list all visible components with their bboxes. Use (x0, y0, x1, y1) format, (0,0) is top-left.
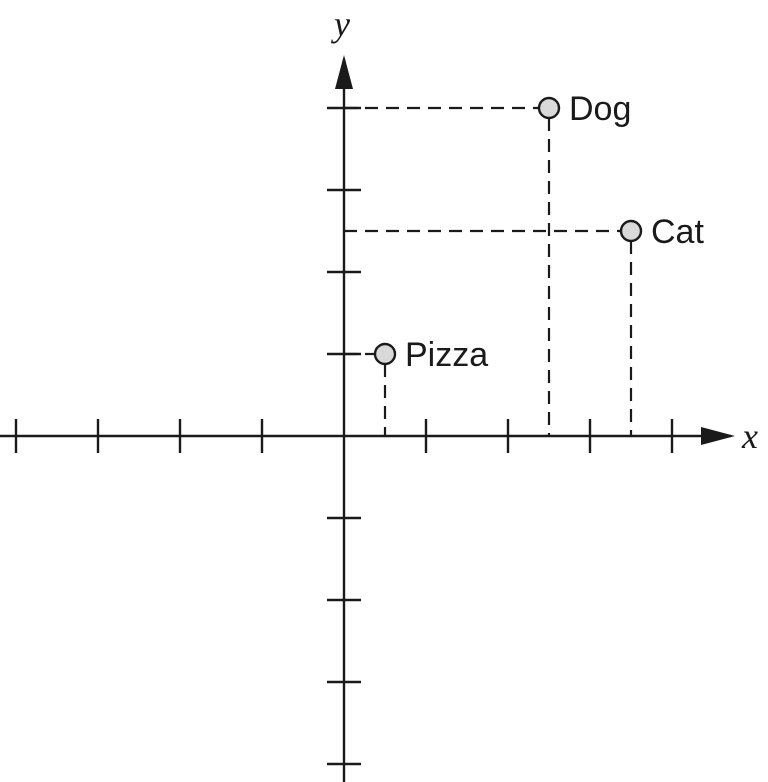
data-points (373, 96, 643, 366)
x-axis-arrow (701, 427, 735, 445)
data-point (537, 96, 561, 120)
point-label: Pizza (405, 336, 488, 374)
axes (0, 55, 735, 782)
point-label: Dog (569, 90, 631, 128)
data-point (619, 219, 643, 243)
x-axis-label: x (741, 416, 758, 456)
guide-lines (344, 106, 633, 436)
point-label: Cat (651, 213, 704, 251)
y-axis-ticks (327, 106, 361, 766)
y-axis-label: y (331, 4, 350, 44)
data-point (373, 342, 397, 366)
x-axis-ticks (14, 419, 674, 453)
y-axis-arrow (335, 55, 353, 89)
